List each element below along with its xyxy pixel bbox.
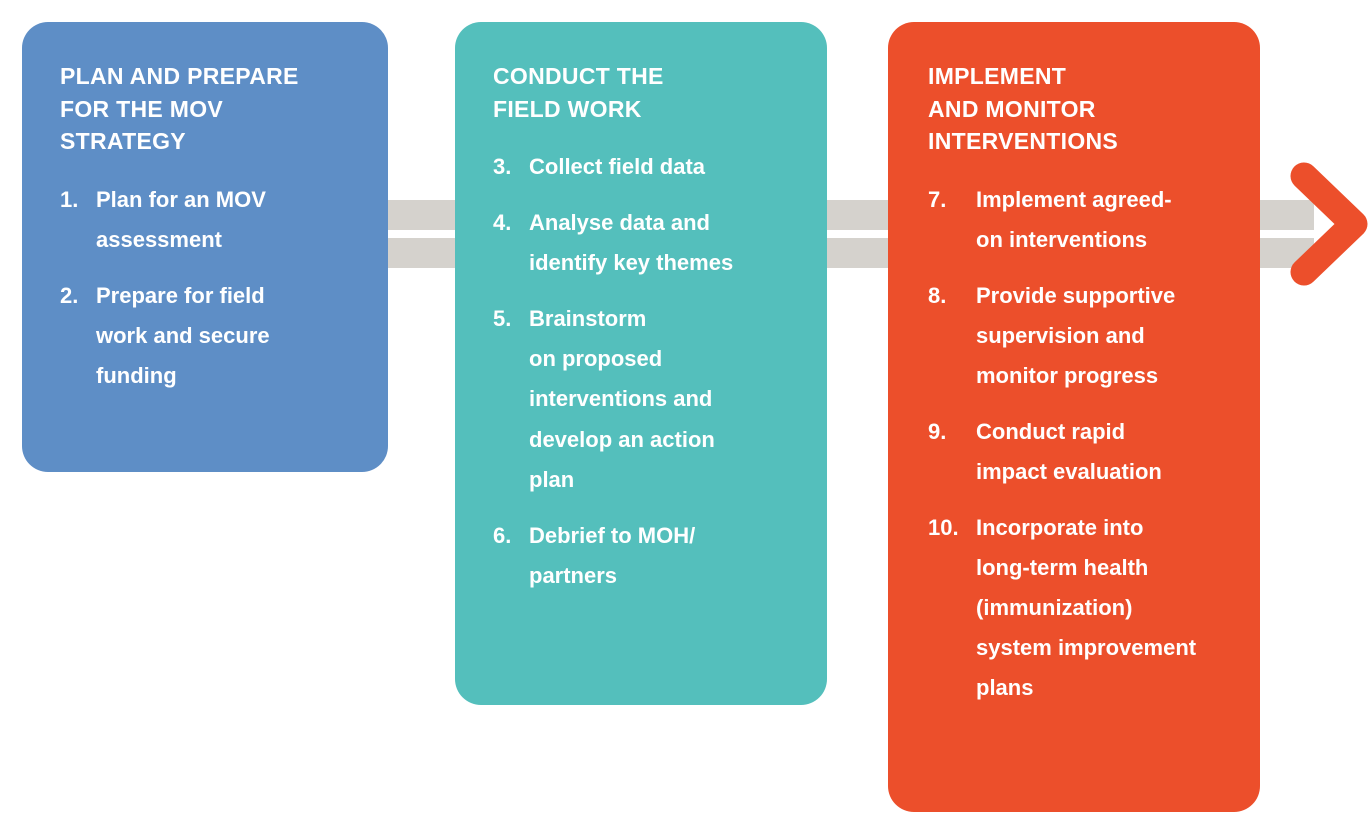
- step-number: 7.: [928, 186, 947, 212]
- step-text: Conduct rapid impact evaluation: [976, 419, 1162, 485]
- step-item: 9. Conduct rapid impact evaluation: [928, 412, 1234, 492]
- step-text: Brainstorm on proposed interventions and…: [529, 306, 715, 492]
- stage-card-content: PLAN AND PREPARE FOR THE MOV STRATEGY 1.…: [22, 22, 388, 396]
- step-number: 5.: [493, 306, 512, 332]
- step-text: Provide supportive supervision and monit…: [976, 283, 1176, 389]
- stage-card-plan-and-prepare: PLAN AND PREPARE FOR THE MOV STRATEGY 1.…: [22, 22, 388, 472]
- chevron-right-arrow-icon: [1290, 162, 1368, 286]
- stage-card-implement-and-monitor: IMPLEMENT AND MONITOR INTERVENTIONS 7. I…: [888, 22, 1260, 812]
- connector-bar-stage1-stage2-top: [380, 200, 462, 230]
- step-number: 2.: [60, 283, 79, 309]
- step-number: 6.: [493, 522, 512, 548]
- step-item: 7. Implement agreed- on interventions: [928, 180, 1234, 260]
- step-item: 4. Analyse data and identify key themes: [493, 203, 801, 283]
- step-item: 1. Plan for an MOV assessment: [60, 180, 362, 260]
- stage-heading-conduct-field-work: CONDUCT THE FIELD WORK: [493, 63, 664, 122]
- connector-bar-stage3-arrow-top: [1252, 200, 1314, 230]
- step-text: Analyse data and identify key themes: [529, 210, 734, 276]
- connector-bar-stage2-stage3-top: [818, 200, 896, 230]
- step-text: Implement agreed- on interventions: [976, 186, 1172, 252]
- step-list-conduct-field-work: 3. Collect field data 4. Analyse data an…: [493, 147, 801, 595]
- stage-card-conduct-field-work: CONDUCT THE FIELD WORK 3. Collect field …: [455, 22, 827, 705]
- step-list-implement-and-monitor: 7. Implement agreed- on interventions 8.…: [928, 180, 1234, 708]
- step-item: 3. Collect field data: [493, 147, 801, 187]
- step-item: 2. Prepare for field work and secure fun…: [60, 276, 362, 396]
- step-item: 10. Incorporate into long-term health (i…: [928, 508, 1234, 708]
- stage-card-content: IMPLEMENT AND MONITOR INTERVENTIONS 7. I…: [888, 22, 1260, 708]
- connector-bar-stage3-arrow-bottom: [1252, 238, 1314, 268]
- step-text: Prepare for field work and secure fundin…: [96, 283, 270, 389]
- step-item: 8. Provide supportive supervision and mo…: [928, 276, 1234, 396]
- step-list-plan-and-prepare: 1. Plan for an MOV assessment 2. Prepare…: [60, 180, 362, 396]
- step-text: Plan for an MOV assessment: [96, 186, 266, 252]
- connector-bar-stage2-stage3-bottom: [818, 238, 896, 268]
- step-text: Collect field data: [529, 154, 706, 180]
- step-number: 9.: [928, 419, 947, 445]
- stage-heading-implement-and-monitor: IMPLEMENT AND MONITOR INTERVENTIONS: [928, 63, 1119, 155]
- step-number: 3.: [493, 154, 512, 180]
- step-number: 1.: [60, 186, 79, 212]
- step-text: Debrief to MOH/ partners: [529, 522, 696, 588]
- step-number: 10.: [928, 515, 959, 541]
- stage-heading-plan-and-prepare: PLAN AND PREPARE FOR THE MOV STRATEGY: [60, 63, 299, 155]
- step-item: 5. Brainstorm on proposed interventions …: [493, 299, 801, 499]
- stage-card-content: CONDUCT THE FIELD WORK 3. Collect field …: [455, 22, 827, 596]
- connector-bar-stage1-stage2-bottom: [380, 238, 462, 268]
- step-item: 6. Debrief to MOH/ partners: [493, 516, 801, 596]
- step-number: 4.: [493, 210, 512, 236]
- step-number: 8.: [928, 283, 947, 309]
- step-text: Incorporate into long-term health (immun…: [976, 515, 1197, 701]
